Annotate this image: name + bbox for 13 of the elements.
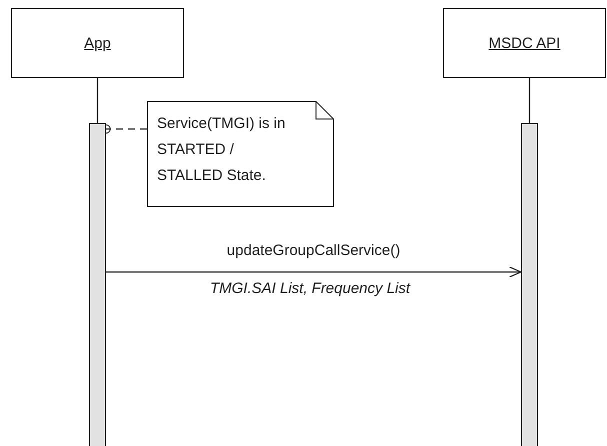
participant-name: MSDC API — [488, 34, 560, 52]
message-arrow — [106, 266, 522, 278]
note-text: Service(TMGI) is in STARTED / STALLED State. — [157, 114, 286, 186]
message-label: updateGroupCallService() — [224, 242, 402, 259]
activation-bar — [89, 123, 106, 446]
lifeline-head-box — [11, 8, 184, 78]
note — [147, 101, 334, 207]
lifeline — [96, 78, 98, 123]
activation-bar — [521, 123, 538, 446]
message-parameters: TMGI.SAI List, Frequency List — [210, 280, 410, 297]
lifeline — [528, 78, 530, 123]
participant-name: App — [84, 34, 111, 52]
lifeline-head-box — [443, 8, 606, 78]
